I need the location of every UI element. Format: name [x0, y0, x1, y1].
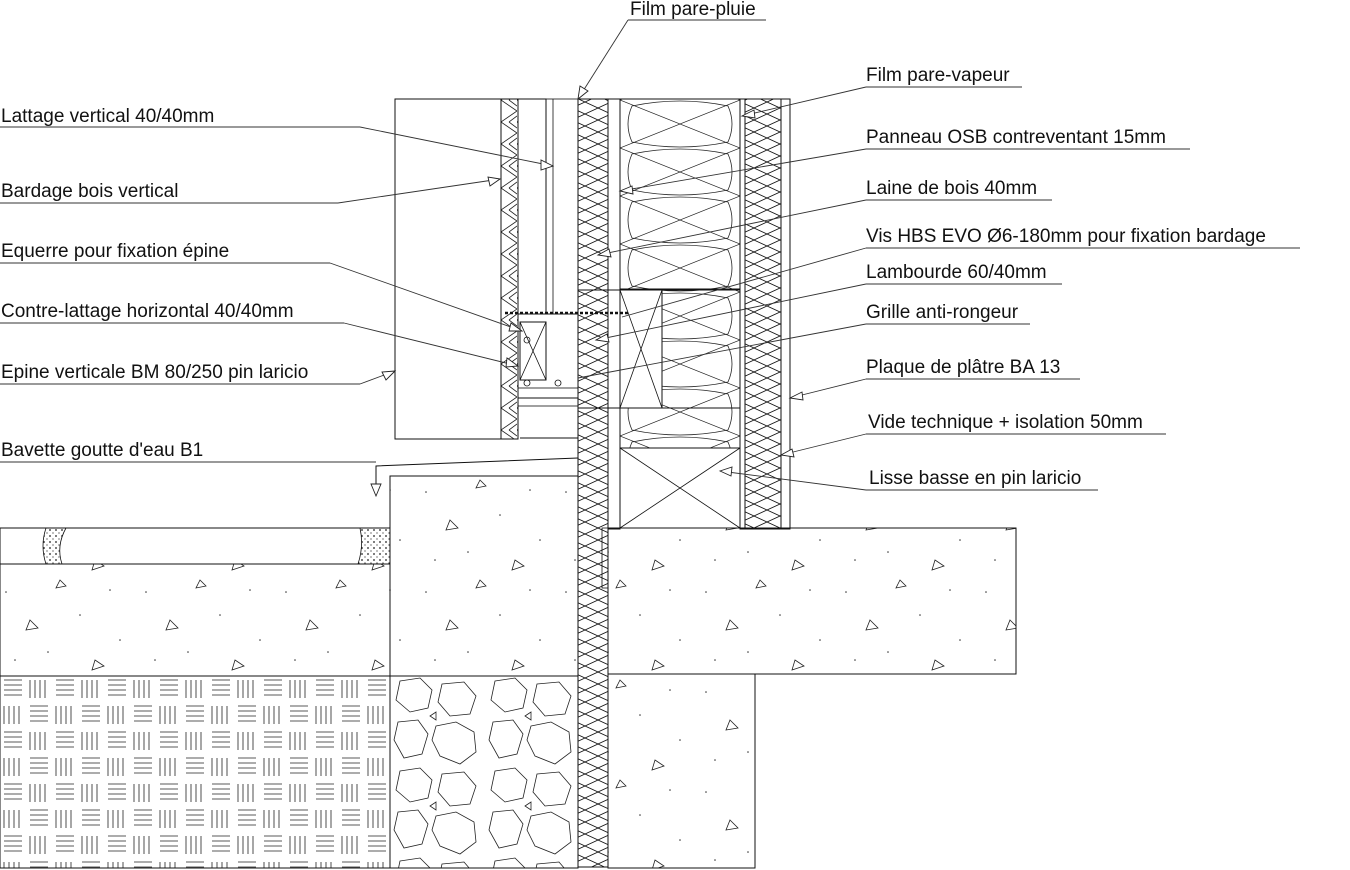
- label-plaque-platre: Plaque de plâtre BA 13: [866, 357, 1060, 378]
- label-lisse-basse: Lisse basse en pin laricio: [869, 468, 1081, 489]
- gravel-fill: [389, 675, 579, 869]
- service-void-insulation: [744, 98, 782, 530]
- label-panneau-osb: Panneau OSB contreventant 15mm: [866, 127, 1166, 148]
- label-bardage-bois: Bardage bois vertical: [1, 181, 178, 202]
- label-lattage-vertical: Lattage vertical 40/40mm: [1, 106, 214, 127]
- label-vis-hbs: Vis HBS EVO Ø6-180mm pour fixation barda…: [866, 226, 1266, 247]
- vertical-battens: [517, 98, 547, 315]
- foundation-wall: [389, 475, 579, 677]
- compacted-ground: [0, 675, 391, 869]
- osb-panel: [607, 98, 621, 530]
- vertical-batten-inner: [545, 98, 579, 315]
- label-film-pare-pluie: Film pare-pluie: [630, 0, 756, 20]
- label-grille-anti-rongeur: Grille anti-rongeur: [866, 302, 1019, 323]
- label-bavette: Bavette goutte d'eau B1: [1, 440, 203, 461]
- label-contre-lattage: Contre-lattage horizontal 40/40mm: [1, 301, 294, 322]
- interior-slab: [607, 527, 1017, 675]
- main-insulation: [619, 98, 741, 290]
- exterior-slab: [0, 563, 391, 677]
- label-epine-verticale: Epine verticale BM 80/250 pin laricio: [1, 362, 308, 383]
- label-lambourde: Lambourde 60/40mm: [866, 262, 1047, 283]
- interior-foundation: [607, 673, 756, 869]
- label-vide-technique: Vide technique + isolation 50mm: [868, 412, 1143, 433]
- wood-cladding: [500, 98, 519, 440]
- bracket-bolt: [523, 336, 531, 344]
- bracket: [519, 321, 547, 381]
- vapour-barrier: [739, 98, 746, 530]
- label-equerre-fixation: Equerre pour fixation épine: [1, 241, 229, 262]
- wood-fibre-insulation-ext: [577, 98, 609, 868]
- label-laine-de-bois: Laine de bois 40mm: [866, 178, 1037, 199]
- label-film-pare-vapeur: Film pare-vapeur: [866, 65, 1010, 86]
- counter-batten: [517, 313, 579, 399]
- cladding-outline: [394, 98, 502, 440]
